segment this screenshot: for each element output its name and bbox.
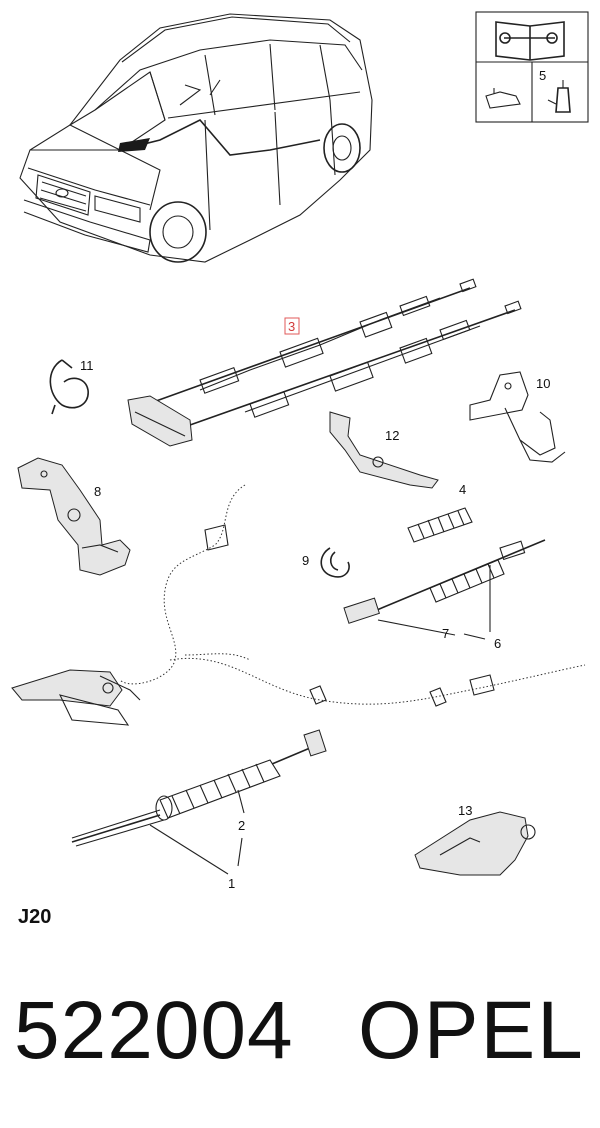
part-4-boot[interactable] — [407, 507, 473, 543]
part-11-spring-clip[interactable] — [49, 359, 89, 415]
svg-text:3: 3 — [288, 319, 295, 334]
callout-11[interactable]: 11 — [80, 358, 94, 373]
callout-12[interactable]: 12 — [385, 428, 399, 443]
brand-name: OPEL — [358, 985, 585, 1076]
part-10-bracket[interactable] — [469, 371, 566, 463]
callout-13[interactable]: 13 — [458, 803, 472, 818]
part-13-bracket[interactable] — [414, 811, 536, 876]
callout-9[interactable]: 9 — [302, 553, 309, 568]
vehicle-illustration — [19, 13, 373, 263]
callout-8[interactable]: 8 — [94, 484, 101, 499]
legend-callout-5[interactable]: 5 — [539, 68, 546, 83]
callout-7[interactable]: 7 — [442, 626, 449, 641]
page-code: J20 — [18, 906, 52, 928]
sealant-icon — [485, 88, 521, 109]
part-3-rear-cables[interactable] — [127, 278, 522, 447]
part-number: 522004 — [14, 985, 294, 1076]
part-12-bracket[interactable] — [329, 411, 439, 489]
manual-book-icon — [495, 21, 565, 61]
legend-box: 5 — [475, 11, 589, 123]
callout-6[interactable]: 6 — [494, 636, 501, 651]
callout-4[interactable]: 4 — [459, 482, 466, 497]
callout-1[interactable]: 1 — [228, 876, 235, 891]
leader-lines — [149, 565, 491, 875]
part-6-7-cable[interactable] — [343, 539, 546, 624]
callout-10[interactable]: 10 — [536, 376, 550, 391]
routing-cable-dotted — [119, 484, 586, 707]
selected-callout-frame — [284, 317, 300, 335]
lubricant-bottle-icon — [547, 80, 571, 113]
handbrake-lever[interactable] — [11, 669, 141, 726]
part-8-bracket[interactable] — [17, 457, 131, 576]
part-1-2-front-cable[interactable] — [71, 729, 327, 847]
part-9-clip[interactable] — [320, 547, 350, 578]
callout-2[interactable]: 2 — [238, 818, 245, 833]
callout-3[interactable]: 3 — [284, 317, 300, 335]
